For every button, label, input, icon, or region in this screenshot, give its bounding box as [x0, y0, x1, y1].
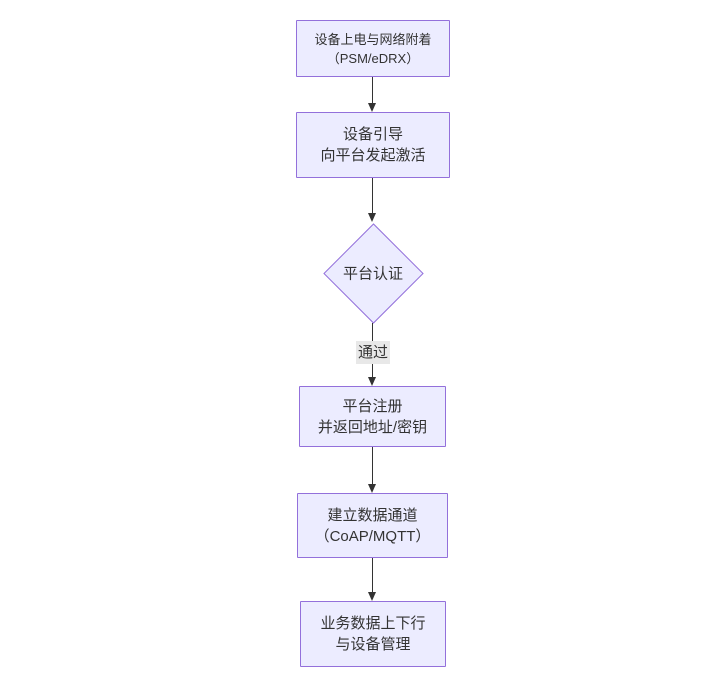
arrowhead-icon — [368, 103, 376, 112]
node-text-line: 设备上电与网络附着 — [314, 31, 432, 47]
node-device-bootstrap-activate: 设备引导 向平台发起激活 — [296, 112, 450, 178]
node-text-line: 业务数据上下行 — [320, 615, 426, 632]
node-business-data-device-mgmt: 业务数据上下行 与设备管理 — [300, 601, 446, 667]
node-text-line: （CoAP/MQTT） — [314, 527, 431, 545]
node-device-power-network-attach: 设备上电与网络附着 （PSM/eDRX） — [296, 20, 450, 77]
node-text-line: （PSM/eDRX） — [326, 50, 420, 66]
arrowhead-icon — [368, 377, 376, 386]
arrow-line-2 — [372, 178, 373, 214]
node-text-line: 向平台发起激活 — [320, 147, 426, 164]
node-text-line: 设备引导 — [342, 126, 403, 143]
node-platform-register: 平台注册 并返回地址/密钥 — [299, 386, 446, 447]
node-data-channel: 建立数据通道 （CoAP/MQTT） — [297, 493, 448, 558]
node-text-line: 并返回地址/密钥 — [317, 418, 428, 436]
arrow-line-5 — [372, 558, 373, 592]
node-text-line: 与设备管理 — [335, 636, 411, 653]
arrow-line-4 — [372, 447, 373, 484]
arrow-line-1 — [372, 77, 373, 104]
arrowhead-icon — [368, 213, 376, 222]
node-text-line: 平台注册 — [342, 397, 403, 415]
arrowhead-icon — [368, 592, 376, 601]
edge-label-pass: 通过 — [355, 341, 391, 364]
node-text-line: 建立数据通道 — [327, 506, 418, 524]
decision-label: 平台认证 — [342, 265, 404, 283]
arrowhead-icon — [368, 484, 376, 493]
